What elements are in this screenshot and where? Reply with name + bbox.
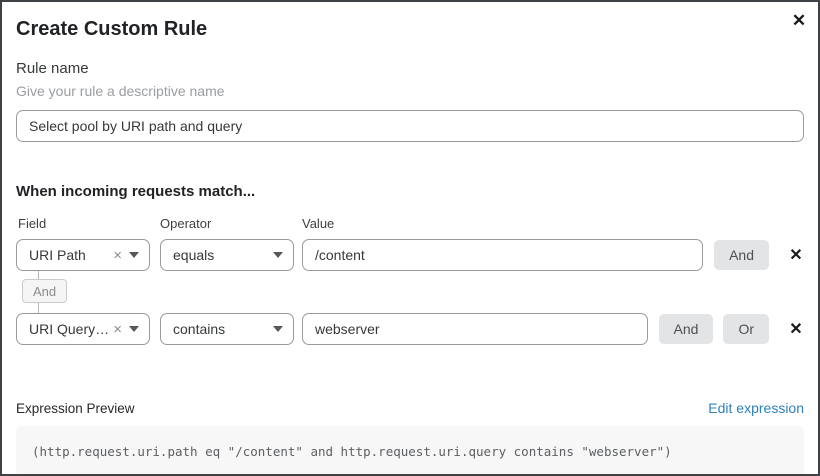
clear-field-icon[interactable]: ×: [113, 320, 122, 338]
or-button[interactable]: Or: [723, 314, 769, 344]
clear-field-icon[interactable]: ×: [113, 246, 122, 264]
value-column-label: Value: [302, 216, 335, 231]
rule-name-input[interactable]: [16, 110, 804, 142]
delete-row-icon[interactable]: ✕: [789, 321, 803, 338]
row-connector: And: [16, 271, 804, 313]
chevron-down-icon: [273, 326, 283, 332]
field-select-value: URI Query St...: [29, 321, 109, 337]
field-select[interactable]: URI Query St... ×: [16, 313, 150, 345]
operator-select-value: contains: [173, 321, 226, 337]
close-icon[interactable]: ✕: [788, 10, 810, 32]
operator-select[interactable]: contains: [160, 313, 294, 345]
field-select-value: URI Path: [29, 247, 86, 263]
chevron-down-icon: [273, 252, 283, 258]
delete-row-icon[interactable]: ✕: [789, 247, 803, 264]
edit-expression-link[interactable]: Edit expression: [708, 400, 804, 416]
field-column-label: Field: [18, 216, 47, 231]
value-input[interactable]: [302, 239, 704, 271]
and-button[interactable]: And: [714, 240, 769, 270]
connector-and-badge: And: [22, 279, 68, 303]
chevron-down-icon: [129, 252, 139, 258]
match-section-heading: When incoming requests match...: [16, 183, 256, 200]
expression-preview-header: Expression Preview Edit expression: [16, 400, 804, 417]
column-labels: Field Operator Value: [16, 216, 804, 232]
match-row: URI Path × equals And ✕: [16, 239, 804, 271]
rule-name-helper-text: Give your rule a descriptive name: [16, 83, 225, 99]
logic-button-group: And: [714, 240, 769, 270]
page-title: Create Custom Rule: [16, 18, 208, 40]
connector-line: [38, 271, 39, 279]
rule-name-label: Rule name: [16, 60, 89, 77]
operator-column-label: Operator: [160, 216, 212, 231]
field-select[interactable]: URI Path ×: [16, 239, 150, 271]
operator-select[interactable]: equals: [160, 239, 294, 271]
value-input[interactable]: [302, 313, 648, 345]
connector-line: [38, 303, 39, 313]
expression-preview-box: (http.request.uri.path eq "/content" and…: [16, 426, 804, 474]
logic-button-group: And Or: [658, 314, 769, 344]
expression-preview-label: Expression Preview: [16, 401, 135, 416]
match-row: URI Query St... × contains And Or ✕: [16, 313, 804, 345]
expression-code: (http.request.uri.path eq "/content" and…: [32, 443, 672, 459]
operator-select-value: equals: [173, 247, 215, 263]
and-button[interactable]: And: [658, 314, 714, 344]
chevron-down-icon: [129, 326, 139, 332]
